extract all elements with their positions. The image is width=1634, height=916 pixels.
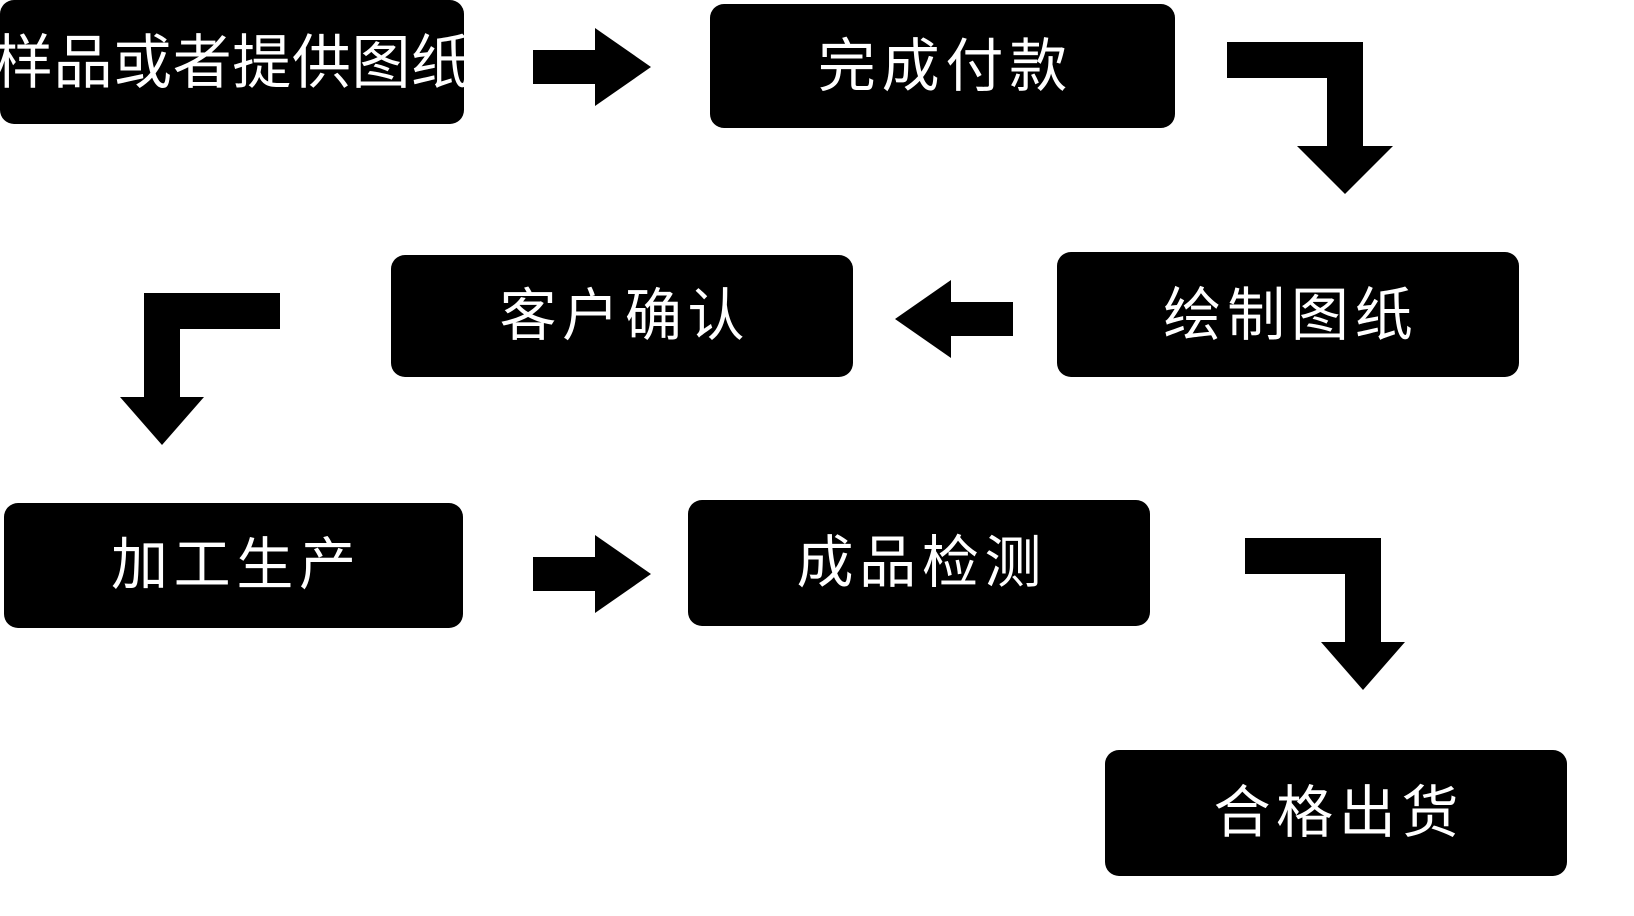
arrow-elbow-left-down-confirm-to-production-icon — [120, 293, 280, 445]
arrow-elbow-right-down-inspection-to-shipping-icon — [1245, 538, 1405, 690]
flow-node-production-label: 加工生产 — [110, 532, 362, 598]
flow-node-inspection-label: 成品检测 — [796, 529, 1048, 596]
flow-node-shipping-label: 合格出货 — [1213, 779, 1465, 846]
arrow-right-sample-to-payment-icon — [533, 28, 651, 106]
arrow-left-drawing-to-confirm-icon — [895, 280, 1013, 358]
flow-node-payment-label: 完成付款 — [817, 32, 1073, 100]
arrow-elbow-right-down-payment-to-drawing-icon — [1227, 42, 1407, 194]
arrow-right-production-to-inspection-icon — [533, 535, 651, 613]
flow-node-drawing-label: 绘制图纸 — [1163, 280, 1419, 349]
flow-node-confirm-label: 客户确认 — [499, 282, 751, 349]
flow-node-drawing[interactable]: 绘制图纸 — [1057, 252, 1519, 377]
flow-node-shipping[interactable]: 合格出货 — [1105, 750, 1567, 876]
flow-node-sample-label: 样品或者提供图纸 — [0, 27, 471, 97]
flow-node-payment[interactable]: 完成付款 — [710, 4, 1175, 128]
flow-node-production[interactable]: 加工生产 — [4, 503, 463, 628]
flow-node-inspection[interactable]: 成品检测 — [688, 500, 1150, 626]
flow-node-confirm[interactable]: 客户确认 — [391, 255, 853, 377]
flow-node-sample[interactable]: 样品或者提供图纸 — [0, 0, 470, 124]
